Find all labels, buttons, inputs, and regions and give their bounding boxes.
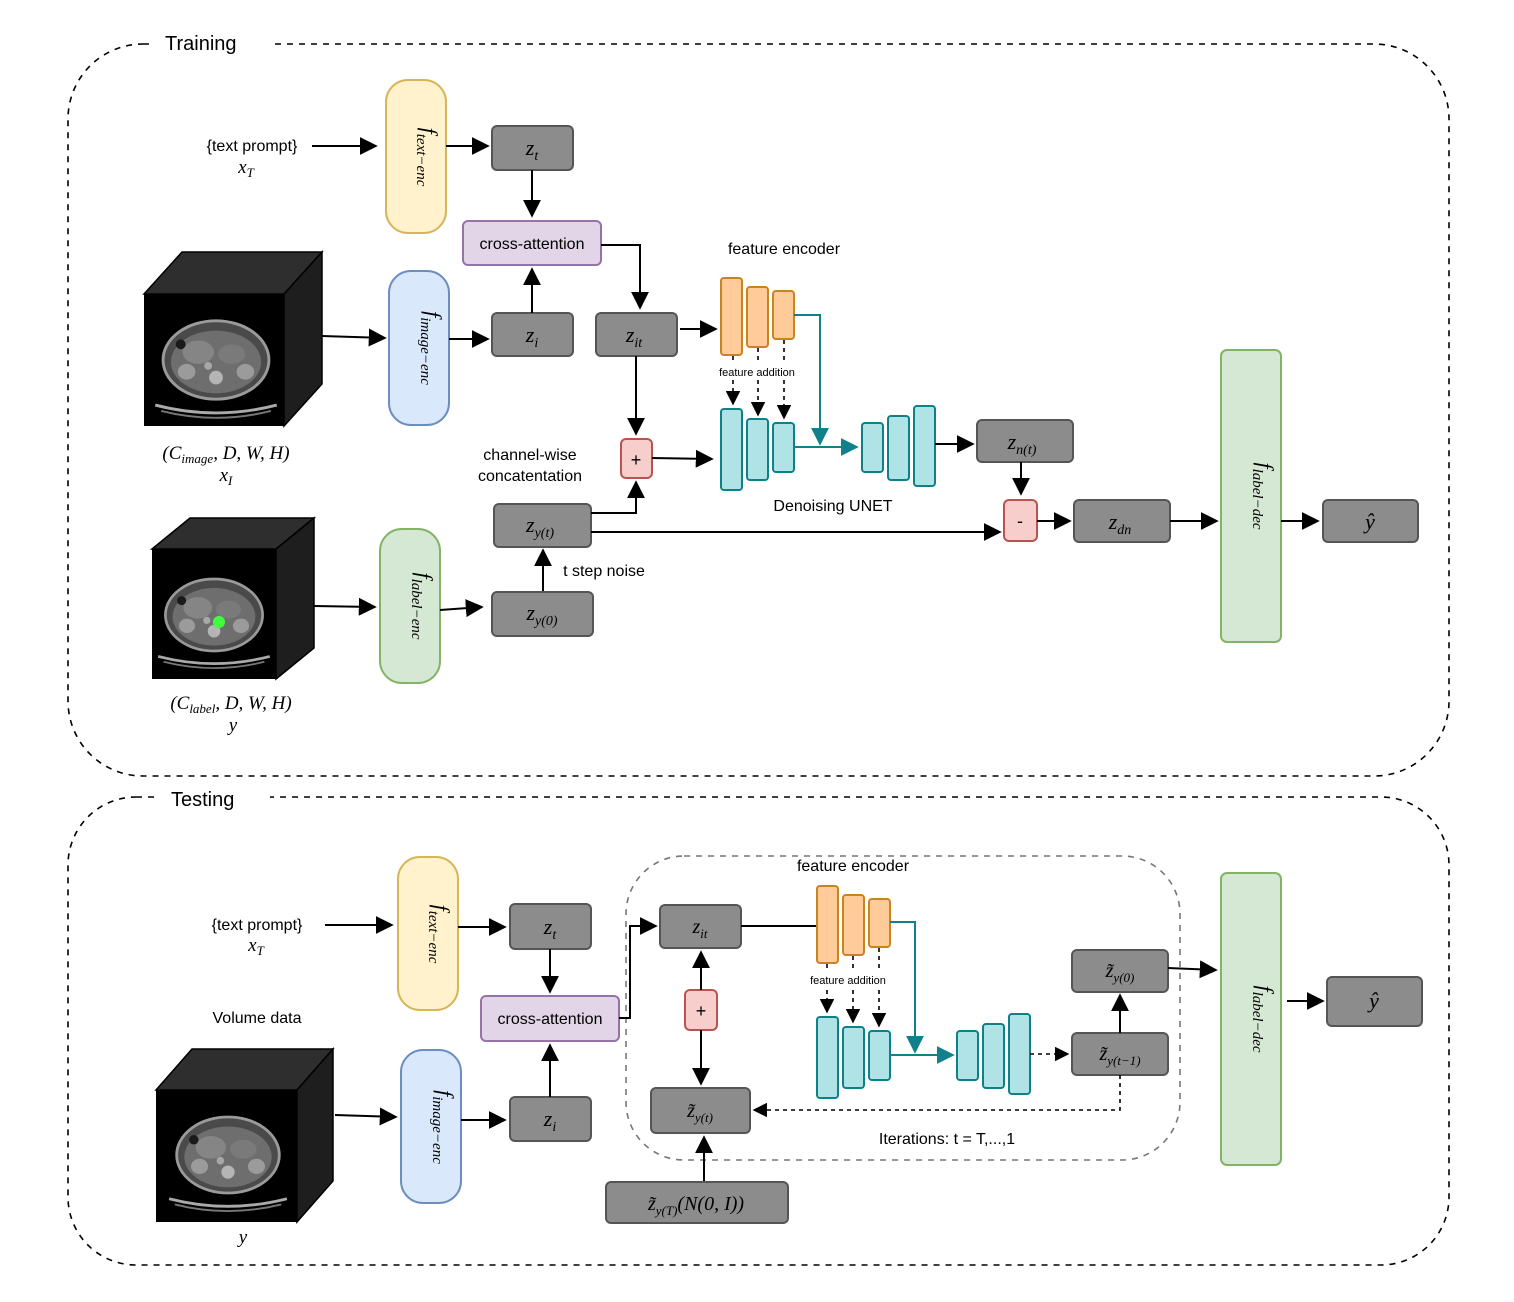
- iteration-region: [625, 855, 1181, 1161]
- test-z-t-box: zt: [509, 903, 592, 950]
- test-plus-operator: +: [684, 989, 718, 1031]
- z-dn-box: zdn: [1073, 499, 1171, 543]
- z-y-0-box: zy(0): [491, 591, 594, 637]
- channel-wise-label: channel-wise: [483, 447, 576, 464]
- svg-text:-: -: [1017, 511, 1023, 531]
- testing-title: Testing: [171, 789, 234, 811]
- test-z-i-box: zi: [509, 1096, 592, 1142]
- t-step-noise-label: t step noise: [563, 563, 645, 580]
- image-encoder: fimage−enc: [388, 270, 450, 426]
- z-y-t-box: zy(t): [493, 503, 592, 548]
- z-i-box: zi: [491, 312, 574, 357]
- ct-label-cube-icon: [149, 516, 317, 681]
- tz-y-0-box: z̃y(0): [1071, 949, 1169, 993]
- test-z-it-box: zit: [659, 904, 742, 949]
- label-encoder: flabel−enc: [379, 528, 441, 684]
- test-feature-addition-label: feature addition: [810, 975, 886, 987]
- x-I-label: xI: [219, 465, 233, 488]
- training-title: Training: [165, 33, 237, 55]
- y-label: y: [227, 715, 238, 736]
- test-ct-cube-icon: [154, 1047, 335, 1224]
- volume-data-label: Volume data: [213, 1010, 302, 1027]
- z-t-box: zt: [491, 125, 574, 171]
- test-image-encoder: fimage−enc: [400, 1049, 462, 1204]
- label-decoder: flabel−dec: [1220, 349, 1282, 643]
- cross-attention-box: cross-attention: [462, 220, 602, 266]
- test-text-encoder: ftext−enc: [397, 856, 459, 1011]
- iterations-label: Iterations: t = T,...,1: [879, 1131, 1015, 1148]
- x-T-label: xT: [237, 157, 254, 180]
- z-it-box: zit: [595, 312, 678, 357]
- concatenation-label: concatentation: [478, 468, 582, 485]
- z-n-t-box: zn(t): [976, 419, 1074, 463]
- test-text-prompt-label: {text prompt}: [212, 917, 303, 934]
- denoising-unet-label: Denoising UNET: [773, 498, 892, 515]
- tz-y-t-minus-1-box: z̃y(t−1): [1071, 1032, 1169, 1076]
- svg-text:cross-attention: cross-attention: [498, 1011, 603, 1028]
- test-y-label: y: [237, 1227, 248, 1248]
- test-feature-encoder-label: feature encoder: [797, 858, 910, 875]
- test-y-hat-box: ŷ: [1326, 976, 1423, 1027]
- feature-encoder-label: feature encoder: [728, 241, 841, 258]
- tz-y-T-box: z̃y(T)(N(0, I)): [605, 1181, 789, 1224]
- text-prompt-label: {text prompt}: [207, 138, 298, 155]
- test-cross-attention-box: cross-attention: [480, 995, 620, 1042]
- ct-image-cube-icon: [142, 250, 324, 428]
- test-denoising-unet-bars: [816, 1013, 1031, 1099]
- feature-addition-label: feature addition: [719, 367, 795, 379]
- y-hat-box: ŷ: [1322, 499, 1419, 543]
- plus-operator: +: [620, 438, 653, 479]
- test-x-T-label: xT: [247, 935, 264, 958]
- training-panel: Training: [67, 28, 1450, 777]
- text-encoder: ftext−enc: [385, 79, 447, 234]
- testing-panel: Testing: [67, 782, 1450, 1266]
- denoising-unet-bars: [720, 405, 936, 491]
- image-shape-label: (Cimage, D, W, H): [162, 443, 289, 466]
- feature-encoder-bars: [720, 277, 795, 356]
- test-feature-encoder-bars: [816, 885, 891, 964]
- svg-text:+: +: [631, 450, 642, 470]
- svg-text:ŷ: ŷ: [1363, 509, 1375, 534]
- minus-operator: -: [1003, 499, 1038, 542]
- label-shape-label: (Clabel, D, W, H): [170, 693, 291, 716]
- svg-text:cross-attention: cross-attention: [480, 236, 585, 253]
- test-label-decoder: flabel−dec: [1220, 872, 1282, 1166]
- tz-y-t-box: z̃y(t): [650, 1087, 751, 1134]
- svg-text:ŷ: ŷ: [1367, 988, 1379, 1013]
- svg-text:zy(t): zy(t): [525, 512, 554, 541]
- svg-text:+: +: [696, 1001, 707, 1021]
